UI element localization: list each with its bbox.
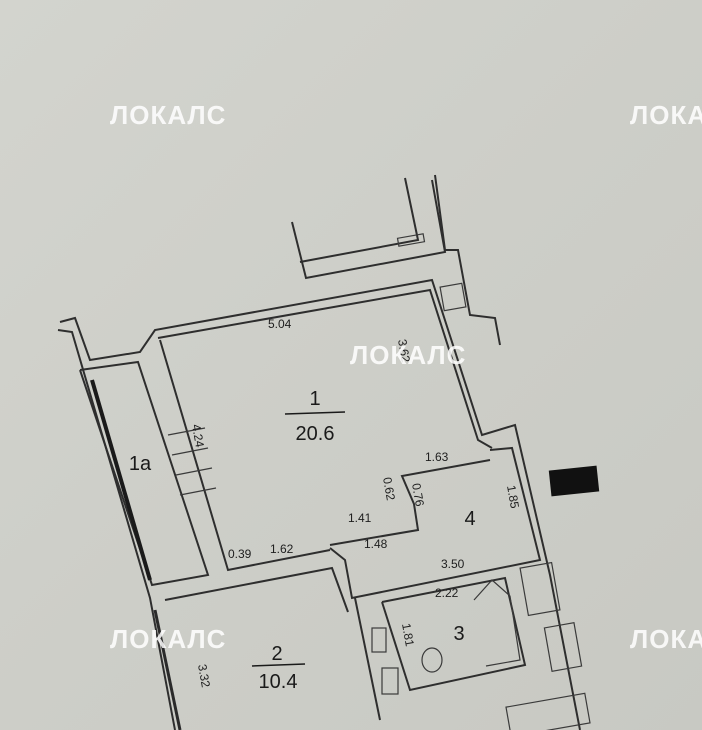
dim-label: 1.62 [270, 542, 294, 556]
dim-label: 0.39 [228, 547, 252, 561]
dim-label: 1.48 [364, 537, 388, 551]
watermark: ЛОКАЛС [110, 624, 227, 654]
dim-label: 3.62 [395, 338, 413, 364]
dim-label: 1.63 [425, 450, 449, 464]
dim-label: 3.50 [441, 557, 465, 571]
watermark: ЛОКАЛС [630, 100, 702, 130]
dim-label: 1.41 [348, 511, 372, 525]
dim-label: 0.76 [409, 482, 427, 508]
room-2-number: 2 [271, 643, 282, 665]
room-1-number: 1 [309, 388, 320, 410]
room-2-area: 10.4 [259, 671, 298, 693]
room-3-number: 3 [453, 623, 464, 645]
walls [57, 174, 600, 730]
dim-label: 1.81 [399, 622, 417, 648]
dim-label: 0.62 [380, 476, 398, 502]
room-4-number: 4 [464, 508, 475, 530]
watermark: ЛОКАЛС [110, 100, 227, 130]
watermark: ЛОКАЛС [630, 624, 702, 654]
dim-label: 5.04 [268, 317, 292, 331]
watermark: ЛОКАЛС [350, 340, 467, 370]
dim-label: 4.24 [189, 423, 207, 449]
room-1a-number: 1а [129, 453, 152, 475]
dim-label: 1.85 [504, 484, 522, 510]
dim-label: 2.22 [435, 586, 459, 600]
dim-label: 3.32 [195, 663, 213, 689]
balcony [291, 177, 447, 280]
room-1-area: 20.6 [296, 423, 335, 445]
